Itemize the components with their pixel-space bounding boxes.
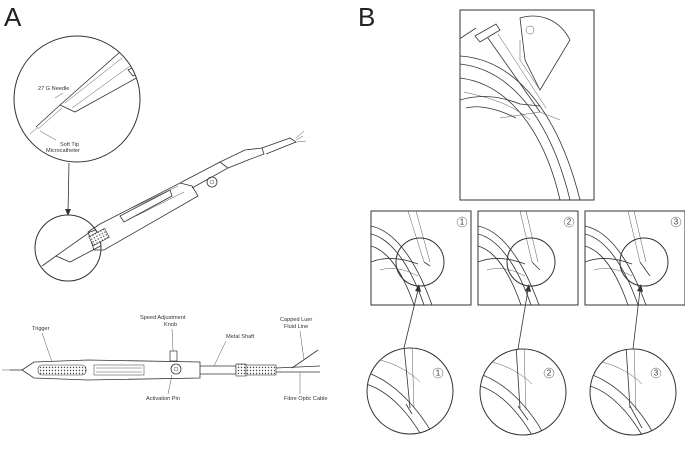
label-activation-pin: Activation Pin (146, 396, 180, 402)
device-labels: Trigger Speed Adjustment Knob Metal Shaf… (32, 315, 328, 402)
magnified-tip-view: 27 G Needle Soft Tip Microcatheter (13, 35, 141, 163)
step-2-number-circle: 2 (547, 369, 552, 378)
panel-b-letter: B (358, 2, 375, 32)
tip-detail-circle (34, 214, 102, 282)
overview-frame (459, 9, 595, 201)
step-circle-3: 3 (589, 348, 677, 436)
step-frame-3: 3 (584, 210, 685, 306)
label-luer-line2: Fluid Line (284, 324, 308, 330)
step-arrows (403, 284, 643, 350)
step-1-number-circle: 1 (436, 369, 441, 378)
label-microcatheter-line2: Microcatheter (46, 148, 80, 154)
panel-b: B (358, 2, 685, 436)
label-speed-knob-line1: Speed Adjustment (140, 315, 186, 321)
step-2-number-frame: 2 (567, 218, 572, 227)
handpiece-perspective (87, 130, 307, 251)
label-trigger: Trigger (32, 326, 50, 332)
label-needle: 27 G Needle (38, 86, 69, 92)
step-frame-2: 2 (477, 210, 579, 306)
magnify-arrow (67, 162, 70, 213)
label-metal-shaft: Metal Shaft (226, 334, 255, 340)
panel-a: A 27 G Needle Soft Tip Micro (2, 2, 328, 402)
step-circle-1: 1 (366, 347, 454, 435)
handpiece-side-view (2, 349, 321, 381)
step-3-number-frame: 3 (674, 218, 679, 227)
label-microcatheter-line1: Soft Tip (60, 142, 79, 148)
step-3-number-circle: 3 (654, 369, 659, 378)
label-luer-line1: Capped Luer (280, 317, 312, 323)
panel-a-letter: A (4, 2, 22, 32)
step-frame-1: 1 (370, 210, 472, 306)
label-speed-knob-line2: Knob (164, 322, 177, 328)
label-fibre-optic: Fibre Optic Cable (284, 396, 328, 402)
step-1-number-frame: 1 (460, 218, 465, 227)
step-circle-2: 2 (479, 348, 567, 436)
magnify-arrowhead (65, 209, 71, 216)
